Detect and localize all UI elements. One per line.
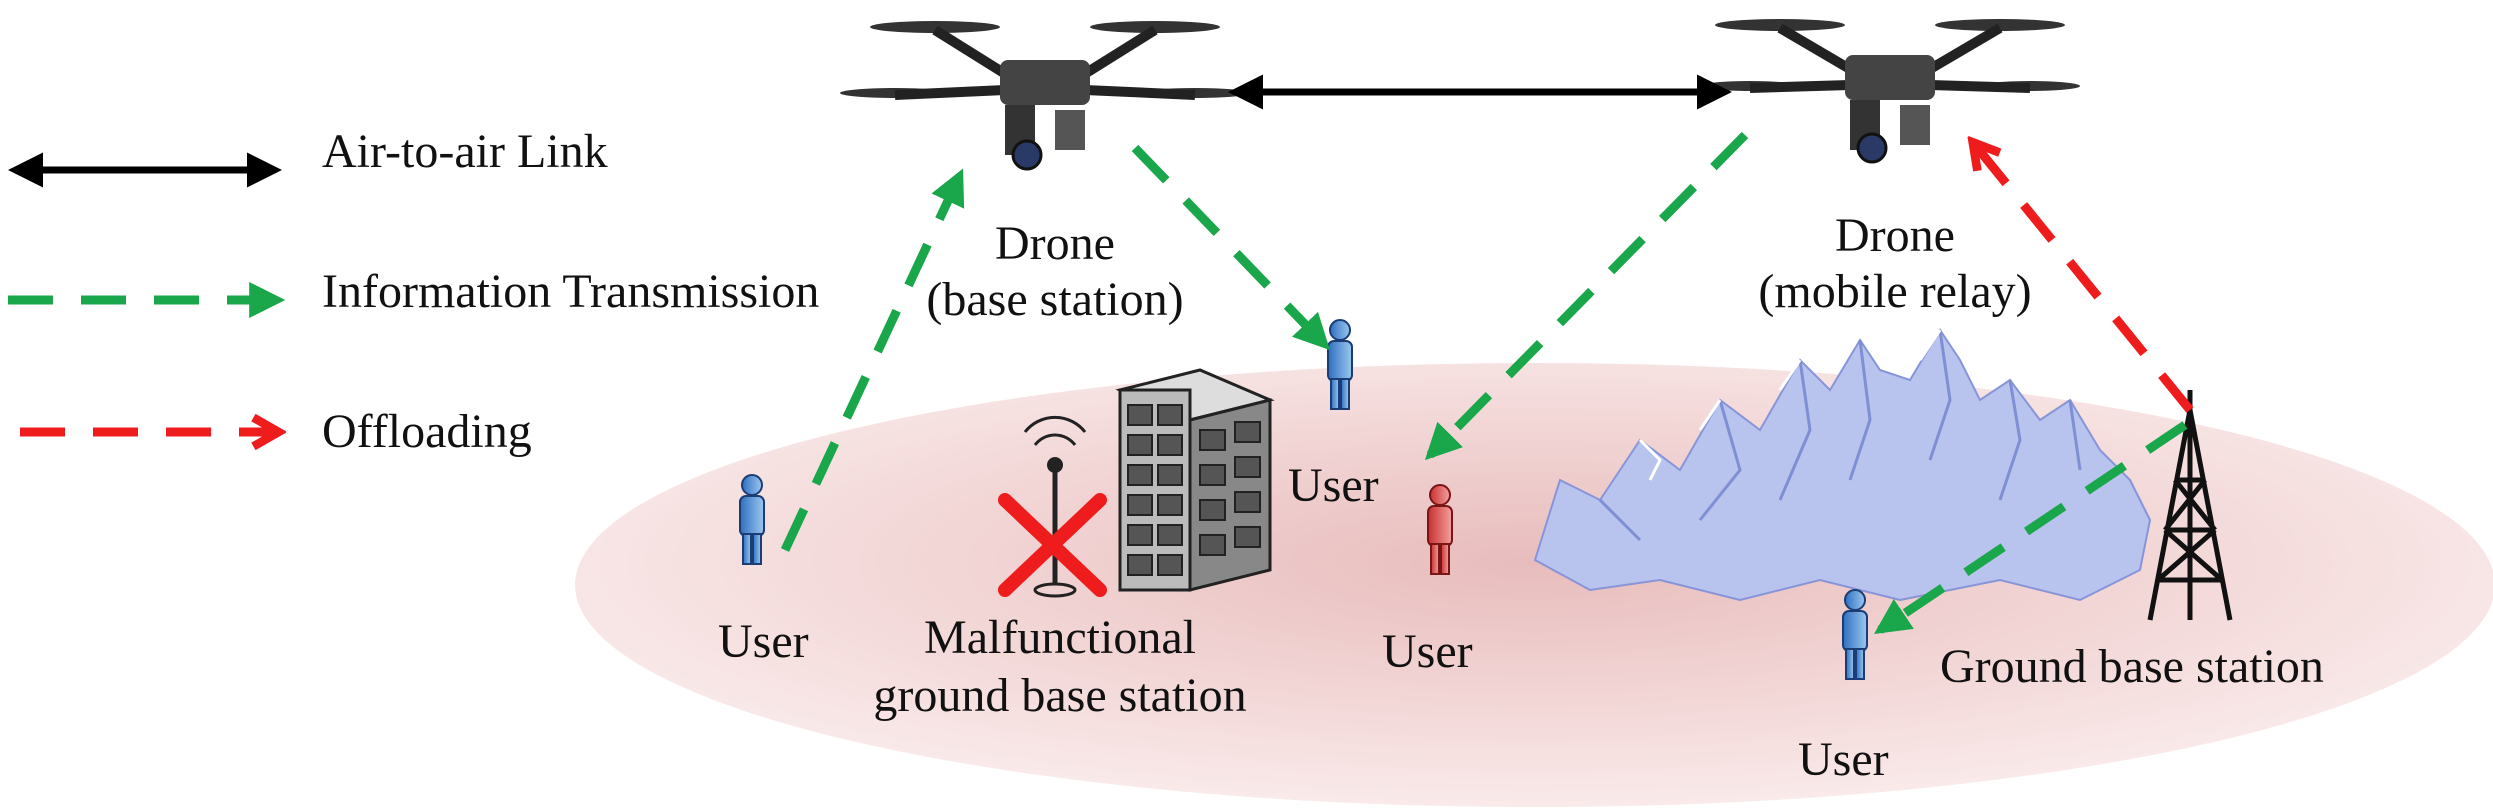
failure-x-icon [998, 493, 1107, 597]
mountain-range [1533, 328, 2152, 602]
user-label-left: User [718, 615, 809, 668]
user-label-red: User [1382, 625, 1473, 678]
ground-area [575, 363, 2493, 807]
legend-offloading-label: Offloading [322, 405, 532, 458]
info-arrow-relay-to-user [1424, 131, 1749, 461]
drone-mobile-relay-title: Drone [1835, 209, 1955, 262]
malfunctional-line2: ground base station [873, 669, 1247, 722]
drone-base-station-icon [840, 21, 1250, 171]
malfunctional-station-label: Malfunctional ground base station [830, 614, 1290, 720]
user-icon-red [1427, 484, 1453, 575]
user-icon-left [739, 474, 765, 565]
offloading-arrow [1975, 145, 2194, 413]
legend-info-label: Information Transmission [322, 265, 820, 318]
ground-base-station-tower [2147, 390, 2233, 621]
drone-base-station-role: (base station) [926, 273, 1184, 326]
drone-base-station-label: Drone (base station) [890, 220, 1220, 324]
drone-mobile-relay-role: (mobile relay) [1758, 265, 2032, 318]
user-label-mid-top: User [1288, 459, 1379, 512]
info-arrow-gbs-to-user [1874, 421, 2188, 635]
user-icon-bottom-right [1842, 589, 1868, 680]
user-icon-mid-top [1327, 319, 1353, 410]
server-building-icon [1115, 368, 1275, 592]
user-label-bottom-right: User [1798, 733, 1889, 786]
drone-base-station-title: Drone [995, 217, 1115, 270]
info-arrow-drone-to-user [1131, 144, 1330, 351]
malfunctional-line1: Malfunctional [924, 611, 1196, 664]
drone-mobile-relay-icon [1700, 19, 2080, 164]
ground-base-station-label: Ground base station [1940, 640, 2324, 693]
legend-air-link-label: Air-to-air Link [322, 125, 608, 178]
drone-mobile-relay-label: Drone (mobile relay) [1730, 212, 2060, 316]
broken-antenna-icon [1023, 415, 1087, 598]
